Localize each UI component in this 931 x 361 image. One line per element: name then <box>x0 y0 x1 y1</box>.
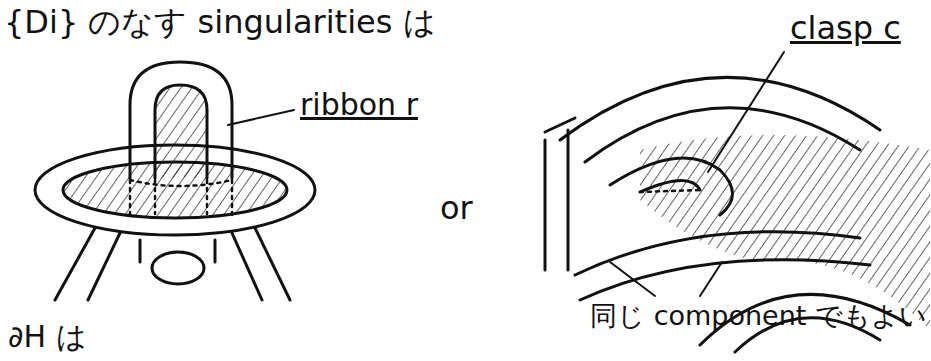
handwritten-note: 同じ component でもよい <box>590 300 927 331</box>
handwritten-note: ribbon r <box>300 88 418 123</box>
handwritten-note: {Di} のなす singularities は <box>4 4 436 41</box>
clasp-figure <box>545 77 930 352</box>
handwritten-note: clasp c <box>790 10 901 47</box>
ribbon-figure <box>35 62 315 300</box>
handwritten-note: ∂H は <box>8 320 87 355</box>
leader-lines <box>228 52 784 296</box>
handwritten-note: or <box>440 190 473 227</box>
